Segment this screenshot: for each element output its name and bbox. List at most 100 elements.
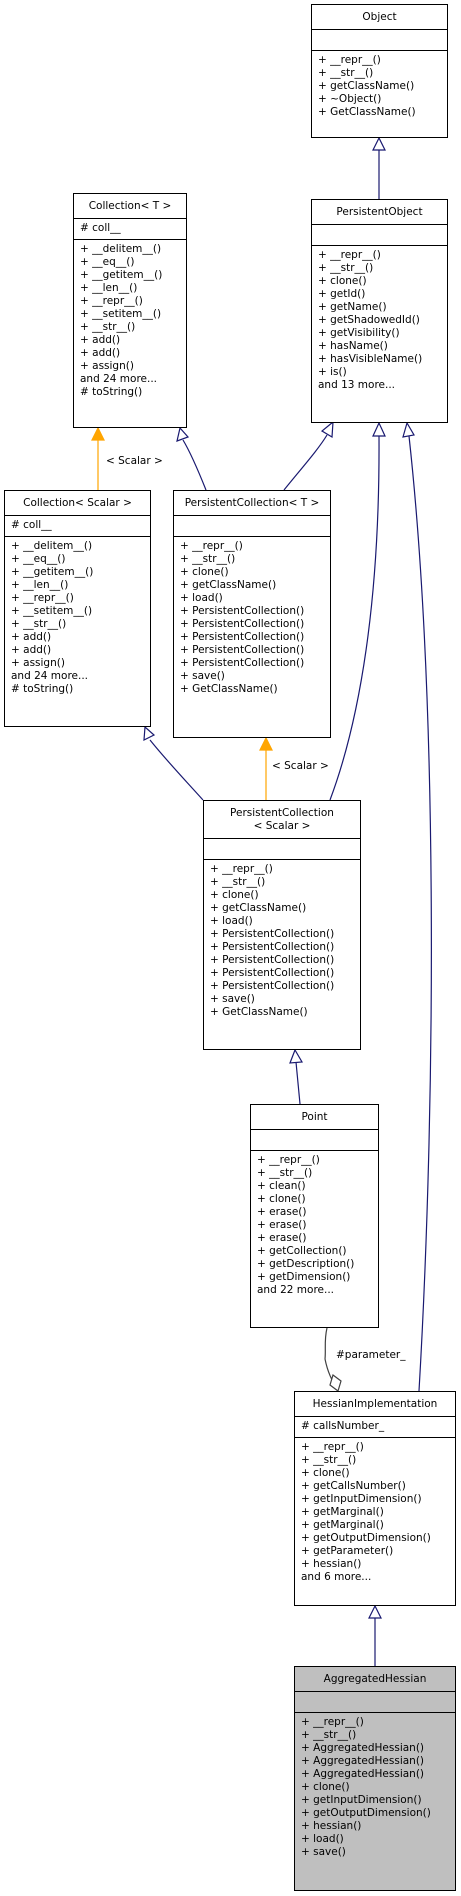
- class-persistentcollection-scalar-name: PersistentCollection < Scalar >: [204, 801, 360, 839]
- operation: + ~Object(): [318, 93, 382, 105]
- operation: + PersistentCollection(): [210, 954, 335, 966]
- class-persistentobject[interactable]: PersistentObject + __repr__() + __str__(…: [311, 199, 448, 423]
- class-collection-scalar[interactable]: Collection< Scalar > # coll__ + __delite…: [4, 490, 151, 727]
- operation: + __str__(): [301, 1729, 357, 1741]
- operation: + getOutputDimension(): [301, 1807, 431, 1819]
- operation: + hasName(): [318, 340, 388, 352]
- operation: + __str__(): [80, 321, 136, 333]
- operation: + clone(): [318, 275, 367, 287]
- operation: and 24 more...: [80, 373, 158, 385]
- operation: + is(): [318, 366, 347, 378]
- operation: + __repr__(): [180, 540, 243, 552]
- operation: + getInputDimension(): [301, 1794, 422, 1806]
- attribute: # callsNumber_: [301, 1420, 385, 1432]
- inherit-arrowhead: [289, 1048, 303, 1064]
- class-persistentcollection-t-operations: + __repr__() + __str__() + clone() + get…: [174, 537, 330, 699]
- inherit-edge-pcollt-persistentobject: [283, 434, 328, 491]
- operation: + AggregatedHessian(): [301, 1768, 425, 1780]
- operation: and 22 more...: [257, 1284, 335, 1296]
- class-persistentobject-attributes: [312, 225, 447, 246]
- class-aggregatedhessian[interactable]: AggregatedHessian + __repr__() + __str__…: [294, 1666, 456, 1891]
- operation: + PersistentCollection(): [180, 605, 305, 617]
- class-hessianimplementation[interactable]: HessianImplementation # callsNumber_ + _…: [294, 1391, 456, 1606]
- inherit-arrowhead: [372, 421, 386, 437]
- inherit-arrowhead: [368, 1604, 382, 1619]
- operation: + __delitem__(): [80, 243, 162, 255]
- class-point-attributes: [251, 1130, 378, 1151]
- class-persistentcollection-scalar[interactable]: PersistentCollection < Scalar > + __repr…: [203, 800, 361, 1050]
- class-object-name: Object: [312, 5, 447, 30]
- operation: + save(): [210, 993, 255, 1005]
- operation: + getMarginal(): [301, 1519, 384, 1531]
- class-point[interactable]: Point + __repr__() + __str__() + clean()…: [250, 1104, 379, 1328]
- operation: + __eq__(): [11, 553, 66, 565]
- class-point-name: Point: [251, 1105, 378, 1130]
- operation: and 13 more...: [318, 379, 396, 391]
- operation: + load(): [180, 592, 223, 604]
- operation: + AggregatedHessian(): [301, 1755, 425, 1767]
- inherit-edge-point-pcollscalar: [295, 1061, 301, 1105]
- operation: + hessian(): [301, 1820, 362, 1832]
- operation: + __setitem__(): [80, 308, 162, 320]
- operation: + add(): [80, 334, 121, 346]
- operation: + __getitem__(): [80, 269, 163, 281]
- operation: + clone(): [257, 1193, 306, 1205]
- operation: + getShadowedId(): [318, 314, 420, 326]
- operation: # toString(): [11, 683, 74, 695]
- operation: + getVisibility(): [318, 327, 400, 339]
- class-collection-t-operations: + __delitem__() + __eq__() + __getitem__…: [74, 240, 186, 402]
- class-aggregatedhessian-attributes: [295, 1692, 455, 1713]
- operation: + __str__(): [180, 553, 236, 565]
- operation: + getName(): [318, 301, 387, 313]
- class-hessianimplementation-operations: + __repr__() + __str__() + clone() + get…: [295, 1438, 455, 1587]
- operation: + __repr__(): [301, 1441, 364, 1453]
- inherit-arrowhead: [176, 426, 190, 442]
- class-object[interactable]: Object + __repr__() + __str__() + getCla…: [311, 4, 448, 138]
- attribute: # coll__: [11, 519, 52, 531]
- operation: + save(): [301, 1846, 346, 1858]
- operation: + __str__(): [11, 618, 67, 630]
- operation: + clone(): [301, 1467, 350, 1479]
- operation: + __str__(): [210, 876, 266, 888]
- class-collection-t-attributes: # coll__: [74, 219, 186, 240]
- operation: + __repr__(): [318, 249, 381, 261]
- operation: + assign(): [80, 360, 134, 372]
- class-object-operations: + __repr__() + __str__() + getClassName(…: [312, 51, 447, 122]
- operation: + PersistentCollection(): [180, 631, 305, 643]
- operation: + getInputDimension(): [301, 1493, 422, 1505]
- template-label-collection: < Scalar >: [106, 455, 163, 467]
- operation: + __repr__(): [11, 592, 74, 604]
- composition-edge-point-hessianimpl-upper: [324, 1327, 328, 1360]
- template-arrowhead: [259, 736, 273, 751]
- operation: + __len__(): [11, 579, 69, 591]
- operation: + GetClassName(): [210, 1006, 308, 1018]
- operation: + __str__(): [318, 67, 374, 79]
- inherit-edge-hessianimpl-persistentobject: [408, 435, 432, 1392]
- operation: + PersistentCollection(): [180, 644, 305, 656]
- operation: + getClassName(): [318, 80, 415, 92]
- class-collection-t-name: Collection< T >: [74, 194, 186, 219]
- operation: + __str__(): [257, 1167, 313, 1179]
- operation: + add(): [80, 347, 121, 359]
- inherit-arrowhead: [402, 421, 415, 438]
- operation: + hessian(): [301, 1558, 362, 1570]
- operation: + erase(): [257, 1206, 307, 1218]
- inherit-arrowhead: [372, 136, 386, 151]
- operation: + clone(): [210, 889, 259, 901]
- attribute: # coll__: [80, 222, 121, 234]
- operation: + GetClassName(): [180, 683, 278, 695]
- operation: + save(): [180, 670, 225, 682]
- operation: and 24 more...: [11, 670, 89, 682]
- operation: + PersistentCollection(): [210, 928, 335, 940]
- operation: + getOutputDimension(): [301, 1532, 431, 1544]
- class-collection-t[interactable]: Collection< T > # coll__ + __delitem__()…: [73, 193, 187, 428]
- class-persistentcollection-t[interactable]: PersistentCollection< T > + __repr__() +…: [173, 490, 331, 738]
- inherit-edge-pcollscalar-persistentobject: [329, 435, 380, 801]
- operation: + __setitem__(): [11, 605, 93, 617]
- operation: + __len__(): [80, 282, 138, 294]
- operation: + getCallsNumber(): [301, 1480, 406, 1492]
- class-persistentcollection-scalar-attributes: [204, 839, 360, 860]
- class-collection-scalar-attributes: # coll__: [5, 516, 150, 537]
- operation: + clean(): [257, 1180, 306, 1192]
